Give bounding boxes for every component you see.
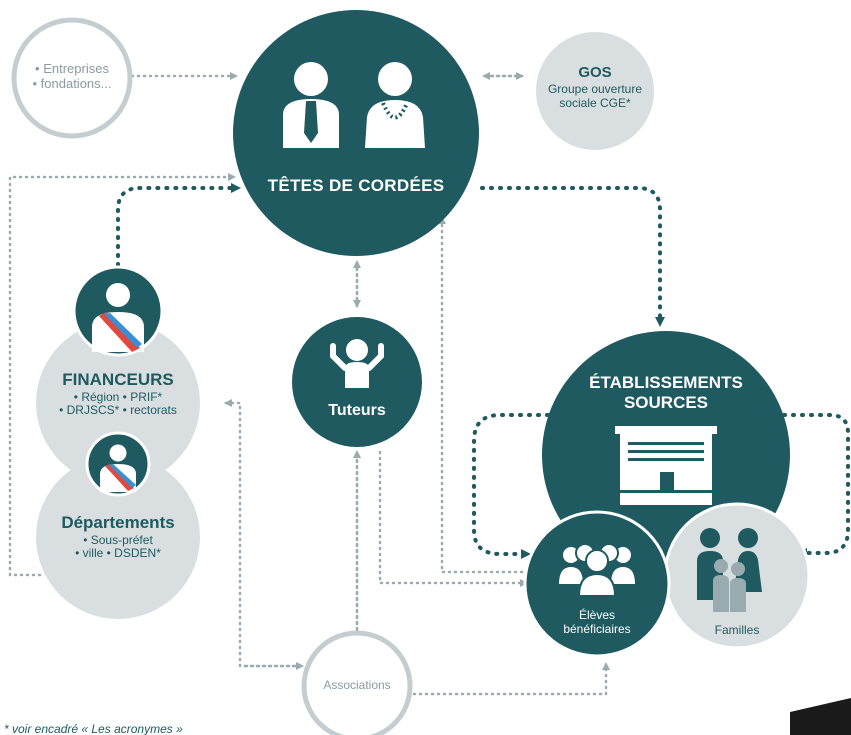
departements-line2: • ville • DSDEN* [75, 546, 161, 561]
cheering-student-icon [330, 339, 384, 388]
elected-official-sash-icon [72, 265, 164, 357]
connector-etablissements-eleves [472, 413, 550, 559]
familles-title: Familles [714, 623, 760, 637]
departements-line1: • Sous-préfet [83, 532, 153, 547]
entreprises-label: • Entreprises • fondations... [16, 61, 128, 92]
departements-node [36, 455, 200, 619]
financeurs-label: FINANCEURS • Région • PRIF* • DRJSCS* • … [20, 370, 216, 418]
associations-title: Associations [323, 678, 391, 692]
financeurs-line2: • DRJSCS* • rectorats [59, 403, 177, 418]
connector-tetes-etablissements [480, 186, 665, 327]
etablissements-line2: SOURCES [623, 392, 709, 412]
connector-eleves-tetes [438, 216, 530, 574]
financeurs-title: FINANCEURS [62, 370, 174, 389]
family-icon [697, 528, 762, 612]
gos-line1: Groupe ouverture [547, 82, 643, 97]
departements-title: Départements [61, 513, 175, 532]
entreprises-node [11, 17, 133, 139]
tetes-title: TÊTES DE CORDÉES [267, 176, 445, 195]
connector-financeurs-tetes [116, 183, 241, 267]
entreprises-line1: • Entreprises [35, 61, 109, 76]
eleves-label: Élèves bénéficiaires [547, 608, 647, 637]
student-group-icon [559, 543, 635, 597]
connector-tuteurs-eleves [378, 450, 528, 587]
financeurs-line1: • Région • PRIF* [73, 389, 163, 404]
tuteurs-title: Tuteurs [328, 402, 386, 419]
gos-title: GOS [578, 64, 612, 81]
entreprises-line2: • fondations... [32, 75, 112, 91]
connector-etablissements-familles [782, 413, 850, 558]
financeurs-node [36, 321, 200, 485]
gos-line2: sociale CGE* [559, 96, 631, 111]
associations-node [301, 630, 413, 735]
footnote: * voir encadré « Les acronymes » [4, 722, 183, 735]
etablissements-line1: ÉTABLISSEMENTS [589, 373, 743, 392]
gos-node [536, 32, 654, 150]
connector-financeurs-associations [224, 399, 304, 670]
corner-logo-fragment [790, 698, 851, 735]
eleves-line2: bénéficiaires [563, 621, 631, 636]
eleves-line1: Élèves [578, 608, 616, 622]
elected-official-sash-icon-small [85, 431, 151, 497]
school-building-icon [615, 426, 717, 505]
gos-label: GOS Groupe ouverture sociale CGE* [540, 64, 650, 111]
businessman-icon [283, 62, 339, 148]
tetes-node [233, 10, 479, 256]
connector-departements-tetes [8, 173, 236, 577]
businesswoman-icon [365, 62, 425, 148]
departements-label: Départements • Sous-préfet • ville • DSD… [20, 513, 216, 561]
etablissements-label: ÉTABLISSEMENTS SOURCES [560, 373, 772, 412]
connector-associations-eleves [412, 662, 610, 696]
